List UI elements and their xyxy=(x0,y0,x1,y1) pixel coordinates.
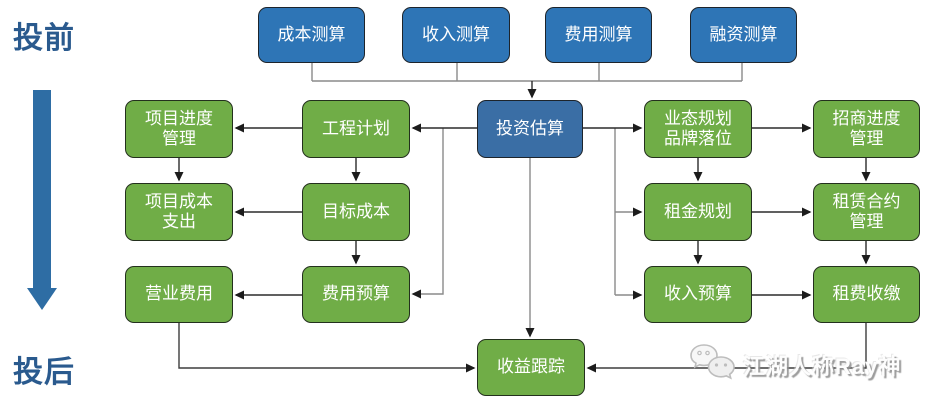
investment-branch-connectors xyxy=(411,128,643,338)
phase-label-post-investment: 投后 xyxy=(13,356,75,389)
node-rent-planning: 租金规划 xyxy=(644,183,752,241)
process-arrows xyxy=(174,123,871,300)
node-expense-estimate: 费用测算 xyxy=(545,7,652,63)
node-rent-collection: 租费收缴 xyxy=(813,266,920,323)
node-project-schedule-mgmt: 项目进度 管理 xyxy=(125,100,233,158)
node-revenue-tracking: 收益跟踪 xyxy=(477,339,585,396)
node-expense-budget: 费用预算 xyxy=(302,266,410,323)
node-income-estimate: 收入测算 xyxy=(402,7,510,63)
node-engineering-plan: 工程计划 xyxy=(302,100,410,158)
node-financing-estimate: 融资测算 xyxy=(690,7,797,63)
phase-flow-arrow xyxy=(27,90,57,310)
node-lease-contract-mgmt: 租赁合约 管理 xyxy=(813,183,920,241)
estimates-bus-connector xyxy=(311,63,743,82)
node-merchant-progress-mgmt: 招商进度 管理 xyxy=(813,100,920,158)
node-format-planning-brand: 业态规划 品牌落位 xyxy=(644,100,752,158)
node-income-budget: 收入预算 xyxy=(644,266,752,323)
node-target-cost: 目标成本 xyxy=(302,183,410,241)
node-operating-expense: 营业费用 xyxy=(125,266,233,323)
node-cost-estimate: 成本测算 xyxy=(258,7,365,63)
node-project-cost-expenditure: 项目成本 支出 xyxy=(125,183,233,241)
node-investment-estimate: 投资估算 xyxy=(477,100,583,158)
revenue-feed-connectors xyxy=(178,323,867,373)
phase-label-pre-investment: 投前 xyxy=(13,22,75,55)
